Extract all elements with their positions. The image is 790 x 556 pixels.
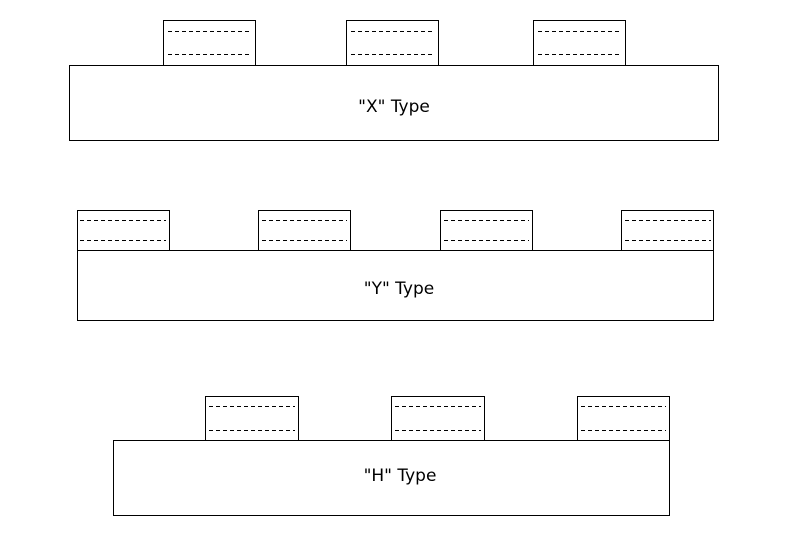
x-type-cap-1-box — [163, 20, 256, 66]
y-type-cap-4-box — [621, 210, 714, 251]
h-type-cap-3-box — [577, 396, 670, 441]
x-type-cap-2 — [346, 20, 439, 66]
h-type-cap-1-box — [205, 396, 299, 441]
x-type-cap-3 — [533, 20, 626, 66]
h-type-label: "H" Type — [364, 466, 437, 486]
x-type-substrate — [69, 65, 719, 141]
y-type-label: "Y" Type — [364, 279, 434, 299]
x-type-cap-3-box — [533, 20, 626, 66]
y-type-cap-2 — [258, 210, 351, 251]
y-type-cap-1 — [77, 210, 170, 251]
h-type-cap-2-box — [391, 396, 485, 441]
y-type-cap-2-box — [258, 210, 351, 251]
x-type-structure: "X" Type — [69, 20, 719, 141]
x-type-cap-2-box — [346, 20, 439, 66]
h-type-structure: "H" Type — [113, 396, 670, 516]
h-type-cap-3 — [577, 396, 670, 441]
y-type-structure: "Y" Type — [77, 210, 714, 321]
y-type-substrate — [77, 250, 714, 321]
h-type-substrate — [113, 440, 670, 516]
x-type-cap-1 — [163, 20, 256, 66]
h-type-cap-2 — [391, 396, 485, 441]
x-type-label: "X" Type — [358, 97, 430, 117]
h-type-cap-1 — [205, 396, 299, 441]
y-type-cap-1-box — [77, 210, 170, 251]
y-type-cap-3-box — [440, 210, 533, 251]
y-type-cap-3 — [440, 210, 533, 251]
y-type-cap-4 — [621, 210, 714, 251]
